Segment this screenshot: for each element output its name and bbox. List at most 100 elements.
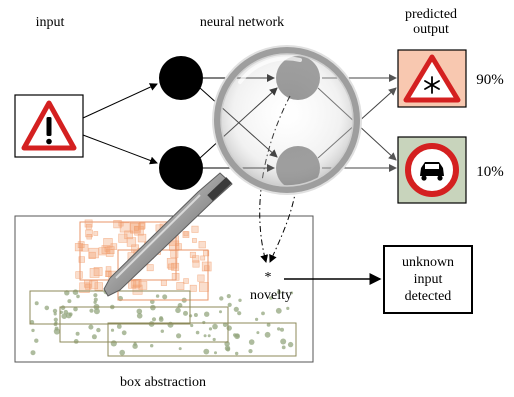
green-sample-point: [116, 324, 122, 329]
orange-sample-box: [169, 240, 180, 251]
green-sample-point: [158, 317, 164, 322]
orange-sample-box: [85, 223, 92, 230]
green-sample-point: [89, 308, 94, 313]
hidden-node-1b: [159, 146, 203, 190]
green-sample-point: [264, 331, 271, 338]
snow-warning-sign-icon: [403, 54, 461, 103]
green-sample-point: [175, 307, 181, 314]
orange-sample-box: [85, 229, 93, 238]
orange-sample-box: [84, 219, 93, 228]
magnifier-icon: [103, 45, 362, 297]
green-sample-point: [275, 307, 282, 314]
orange-sample-box: [192, 238, 197, 243]
orange-sample-box: [176, 282, 185, 290]
green-sample-point: [60, 305, 66, 311]
green-sample-point: [203, 348, 210, 355]
orange-sample-box: [200, 255, 206, 261]
green-sample-point: [261, 311, 265, 316]
predicted-output-label-line1: predicted: [405, 7, 457, 22]
green-sample-point: [286, 306, 290, 310]
orange-sample-box: [85, 283, 92, 290]
green-sample-point: [34, 338, 39, 343]
green-sample-point: [219, 310, 222, 314]
orange-sample-box: [118, 233, 128, 243]
orange-sample-box: [86, 234, 92, 240]
unknown-input-line2: input: [414, 272, 443, 287]
orange-sample-box: [133, 278, 142, 288]
green-sample-point: [204, 311, 210, 317]
green-sample-point: [238, 298, 242, 302]
orange-sample-box: [93, 267, 103, 276]
green-sample-point: [150, 344, 154, 348]
green-sample-point: [155, 294, 160, 298]
orange-sample-box: [93, 231, 99, 236]
orange-sample-box: [139, 222, 146, 229]
novelty-trace-2: [269, 187, 297, 263]
green-sample-point: [93, 297, 98, 302]
output-1-box: [397, 49, 467, 108]
green-sample-point: [255, 317, 259, 321]
green-sample-point: [53, 312, 57, 316]
green-sample-point: [136, 308, 143, 315]
green-sample-point: [266, 323, 271, 327]
orange-sample-box: [168, 263, 175, 270]
orange-sample-box: [74, 243, 83, 252]
green-sample-point: [31, 328, 35, 333]
unknown-input-line1: unknown: [402, 255, 454, 270]
orange-sample-box: [89, 280, 98, 290]
green-sample-point: [93, 308, 100, 315]
orange-sample-box: [189, 251, 196, 258]
green-sample-point: [61, 313, 67, 320]
green-sample-point: [248, 349, 253, 354]
green-sample-point: [212, 323, 218, 330]
orange-sample-box: [105, 270, 112, 277]
orange-sample-box: [138, 281, 148, 290]
orange-sample-box: [199, 281, 209, 292]
orange-sample-box: [197, 274, 205, 282]
green-sample-point: [119, 349, 125, 356]
orange-sample-box: [204, 265, 210, 271]
neural-network-label: neural network: [200, 15, 284, 30]
green-sample-point: [277, 327, 281, 331]
warning-exclamation-sign-icon: [21, 100, 77, 151]
green-sample-point: [150, 304, 156, 311]
orange-sample-box: [94, 282, 103, 291]
novelty-marker: *: [265, 270, 272, 285]
green-sample-point: [183, 310, 188, 316]
green-sample-point: [73, 339, 79, 344]
green-sample-point: [88, 324, 94, 330]
green-sample-point: [73, 306, 78, 312]
orange-sample-box: [192, 260, 200, 268]
box-abstraction-label: box abstraction: [120, 375, 206, 390]
output-1-probability: 90%: [476, 72, 504, 88]
green-sample-point: [224, 345, 231, 351]
green-sample-point: [233, 306, 239, 312]
green-sample-point: [75, 331, 80, 336]
green-sample-point: [280, 327, 284, 332]
orange-sample-box: [134, 226, 144, 236]
green-sample-point: [53, 328, 61, 335]
output-2-box: [397, 136, 467, 204]
green-sample-point: [96, 327, 101, 333]
orange-sample-box: [189, 284, 197, 292]
magnifier-lens: [213, 46, 361, 194]
green-sample-point: [234, 333, 241, 340]
orange-sample-box: [201, 261, 212, 272]
green-sample-point: [222, 322, 228, 328]
green-sample-point: [178, 347, 182, 351]
orange-sample-box: [170, 250, 179, 258]
box-abstraction-frame: [14, 215, 314, 363]
novelty-label: novelty: [250, 288, 292, 303]
orange-sample-box: [81, 244, 89, 252]
green-sample-point: [214, 351, 217, 355]
green-sample-point: [227, 302, 232, 307]
green-sample-point: [52, 308, 58, 314]
input-label: input: [36, 15, 65, 30]
green-sample-point: [235, 351, 239, 356]
orange-sample-box: [124, 230, 133, 240]
orange-sample-box: [166, 257, 178, 269]
green-sample-point: [226, 294, 231, 299]
green-sample-point: [30, 350, 36, 356]
orange-sample-box: [146, 264, 154, 272]
green-sample-point: [110, 340, 117, 347]
